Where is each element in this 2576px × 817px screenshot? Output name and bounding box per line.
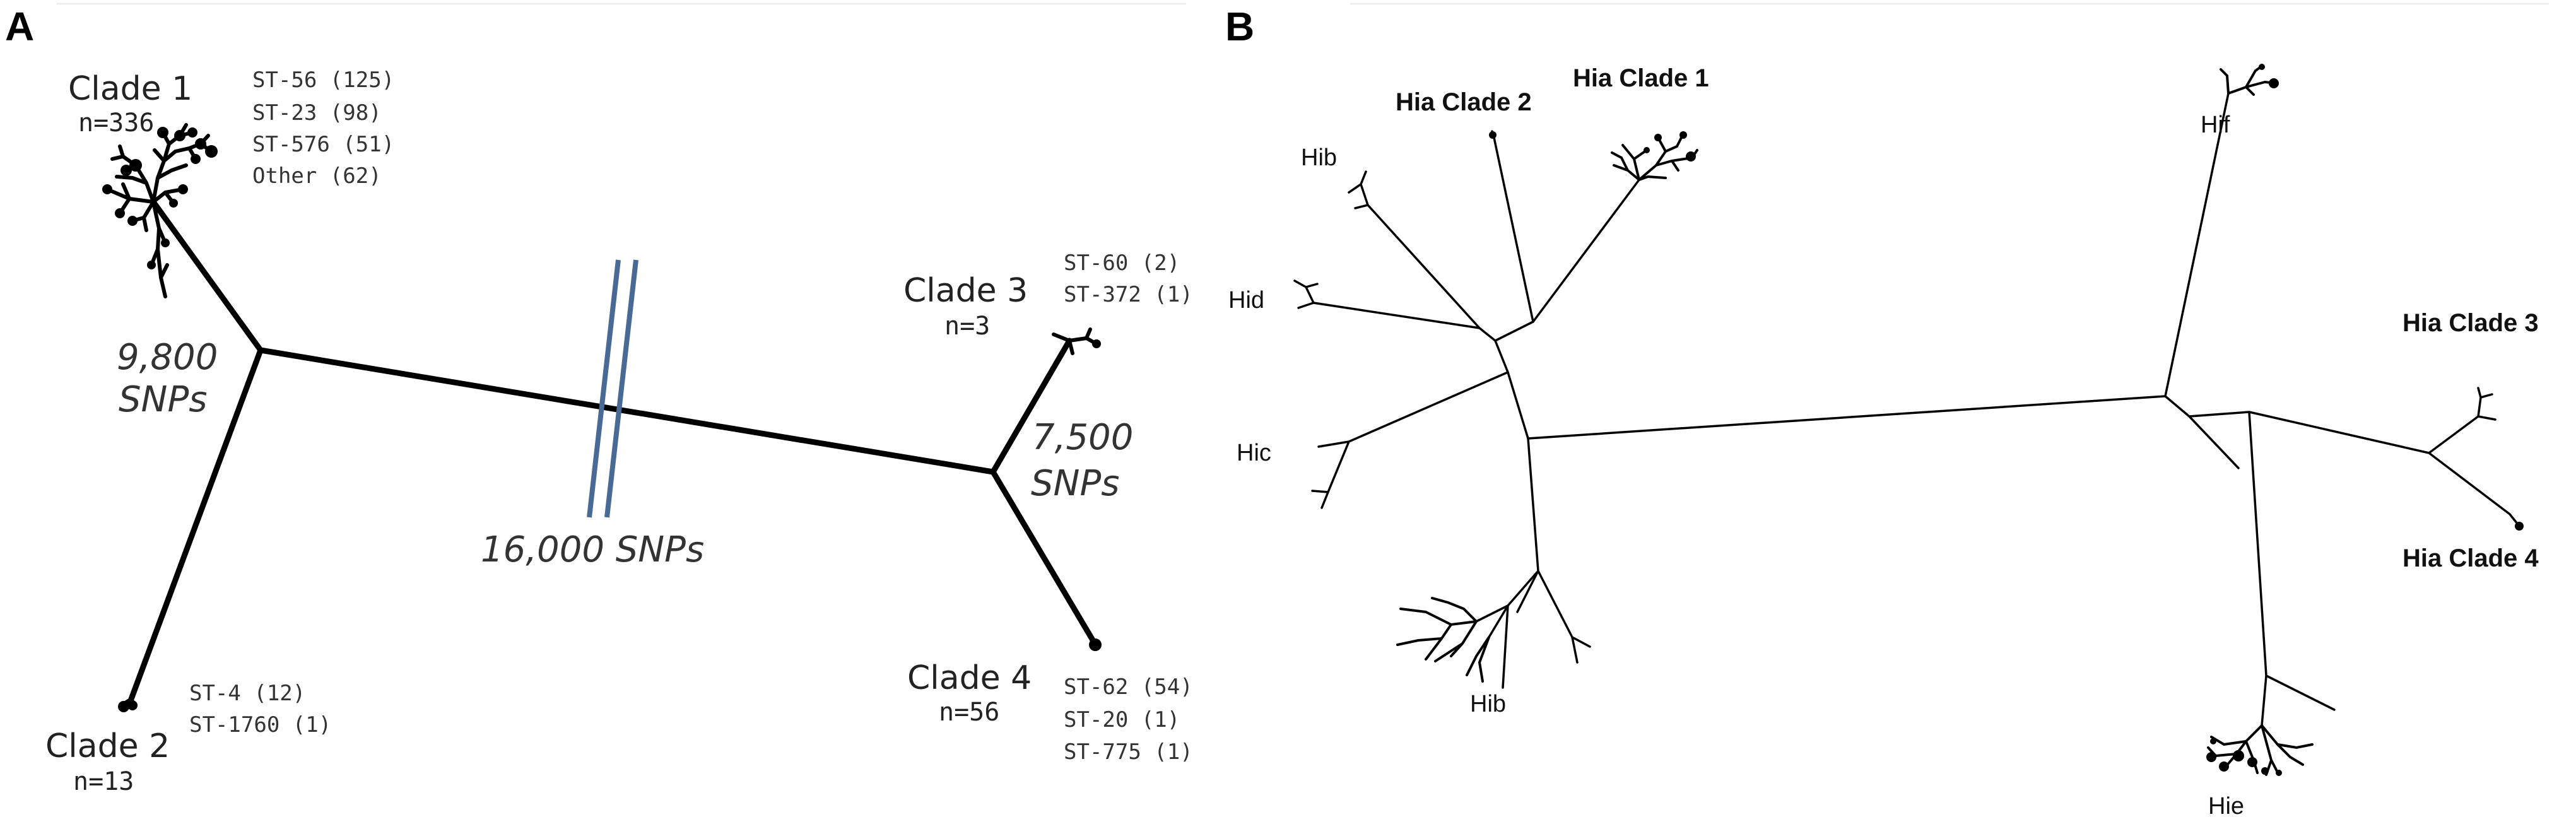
clade-2-st-2: ST-1760 (1): [189, 712, 331, 738]
snp-left-value: 9,800: [117, 337, 218, 378]
clade-3-tip: [1052, 327, 1101, 355]
clade-1-bush: [102, 123, 218, 298]
clade-4-st-1: ST-62 (54): [1064, 674, 1193, 700]
edge-right-node-to-clade-4: [990, 469, 1097, 645]
clade-1-count: n=336: [78, 109, 154, 138]
label-hie: Hie: [2208, 793, 2244, 817]
clade-4-st-3: ST-775 (1): [1064, 739, 1193, 765]
clade-3-title: Clade 3: [903, 272, 1028, 310]
label-hid: Hid: [1228, 287, 1264, 314]
label-hia-clade-3: Hia Clade 3: [2403, 309, 2539, 337]
clade-1-st-3: ST-576 (51): [252, 132, 394, 157]
long-branch-break-mark: [587, 259, 638, 518]
label-hib-bottom: Hib: [1470, 691, 1506, 717]
snp-right-value: 7,500: [1032, 417, 1133, 458]
edge-left-node-to-clade-1: [150, 199, 264, 353]
clade-4-st-2: ST-20 (1): [1064, 707, 1180, 732]
edge-left-node-to-right-node: [257, 347, 996, 475]
label-hia-clade-2: Hia Clade 2: [1396, 88, 1532, 116]
clade-3-st-2: ST-372 (1): [1064, 282, 1193, 307]
panel-a-letter: A: [5, 4, 34, 49]
clade-4-tip: [1089, 638, 1102, 651]
clade-3-st-1: ST-60 (2): [1064, 250, 1180, 276]
snp-left-unit: SNPs: [119, 379, 207, 420]
snp-middle-label: 16,000 SNPs: [481, 529, 704, 570]
label-hib-top: Hib: [1301, 144, 1337, 171]
clade-3-count: n=3: [944, 312, 990, 341]
panel-b-letter: B: [1225, 4, 1254, 49]
label-hia-clade-4: Hia Clade 4: [2403, 544, 2539, 572]
clade-1-title: Clade 1: [68, 70, 192, 108]
panel-b-tree: [1293, 64, 2524, 776]
clade-1-st-1: ST-56 (125): [252, 68, 394, 93]
label-hia-clade-1: Hia Clade 1: [1573, 64, 1709, 92]
clade-4-count: n=56: [939, 698, 999, 727]
clade-2-tip: [118, 697, 138, 712]
edge-right-node-to-clade-3: [990, 338, 1073, 475]
label-hic: Hic: [1237, 440, 1271, 466]
clade-2-st-1: ST-4 (12): [189, 681, 305, 706]
panel-a: A: [5, 4, 1193, 796]
clade-1-st-2: ST-23 (98): [252, 100, 382, 126]
clade-2-title: Clade 2: [45, 727, 170, 765]
clade-1-st-4: Other (62): [252, 163, 382, 189]
panel-a-main-tree: [128, 199, 1097, 702]
label-hif: Hif: [2201, 112, 2230, 138]
snp-right-unit: SNPs: [1031, 463, 1119, 504]
edge-left-node-to-clade-2: [128, 347, 264, 702]
clade-4-title: Clade 4: [907, 659, 1032, 697]
panel-b: B: [1225, 4, 2539, 817]
clade-2-count: n=13: [73, 767, 134, 796]
